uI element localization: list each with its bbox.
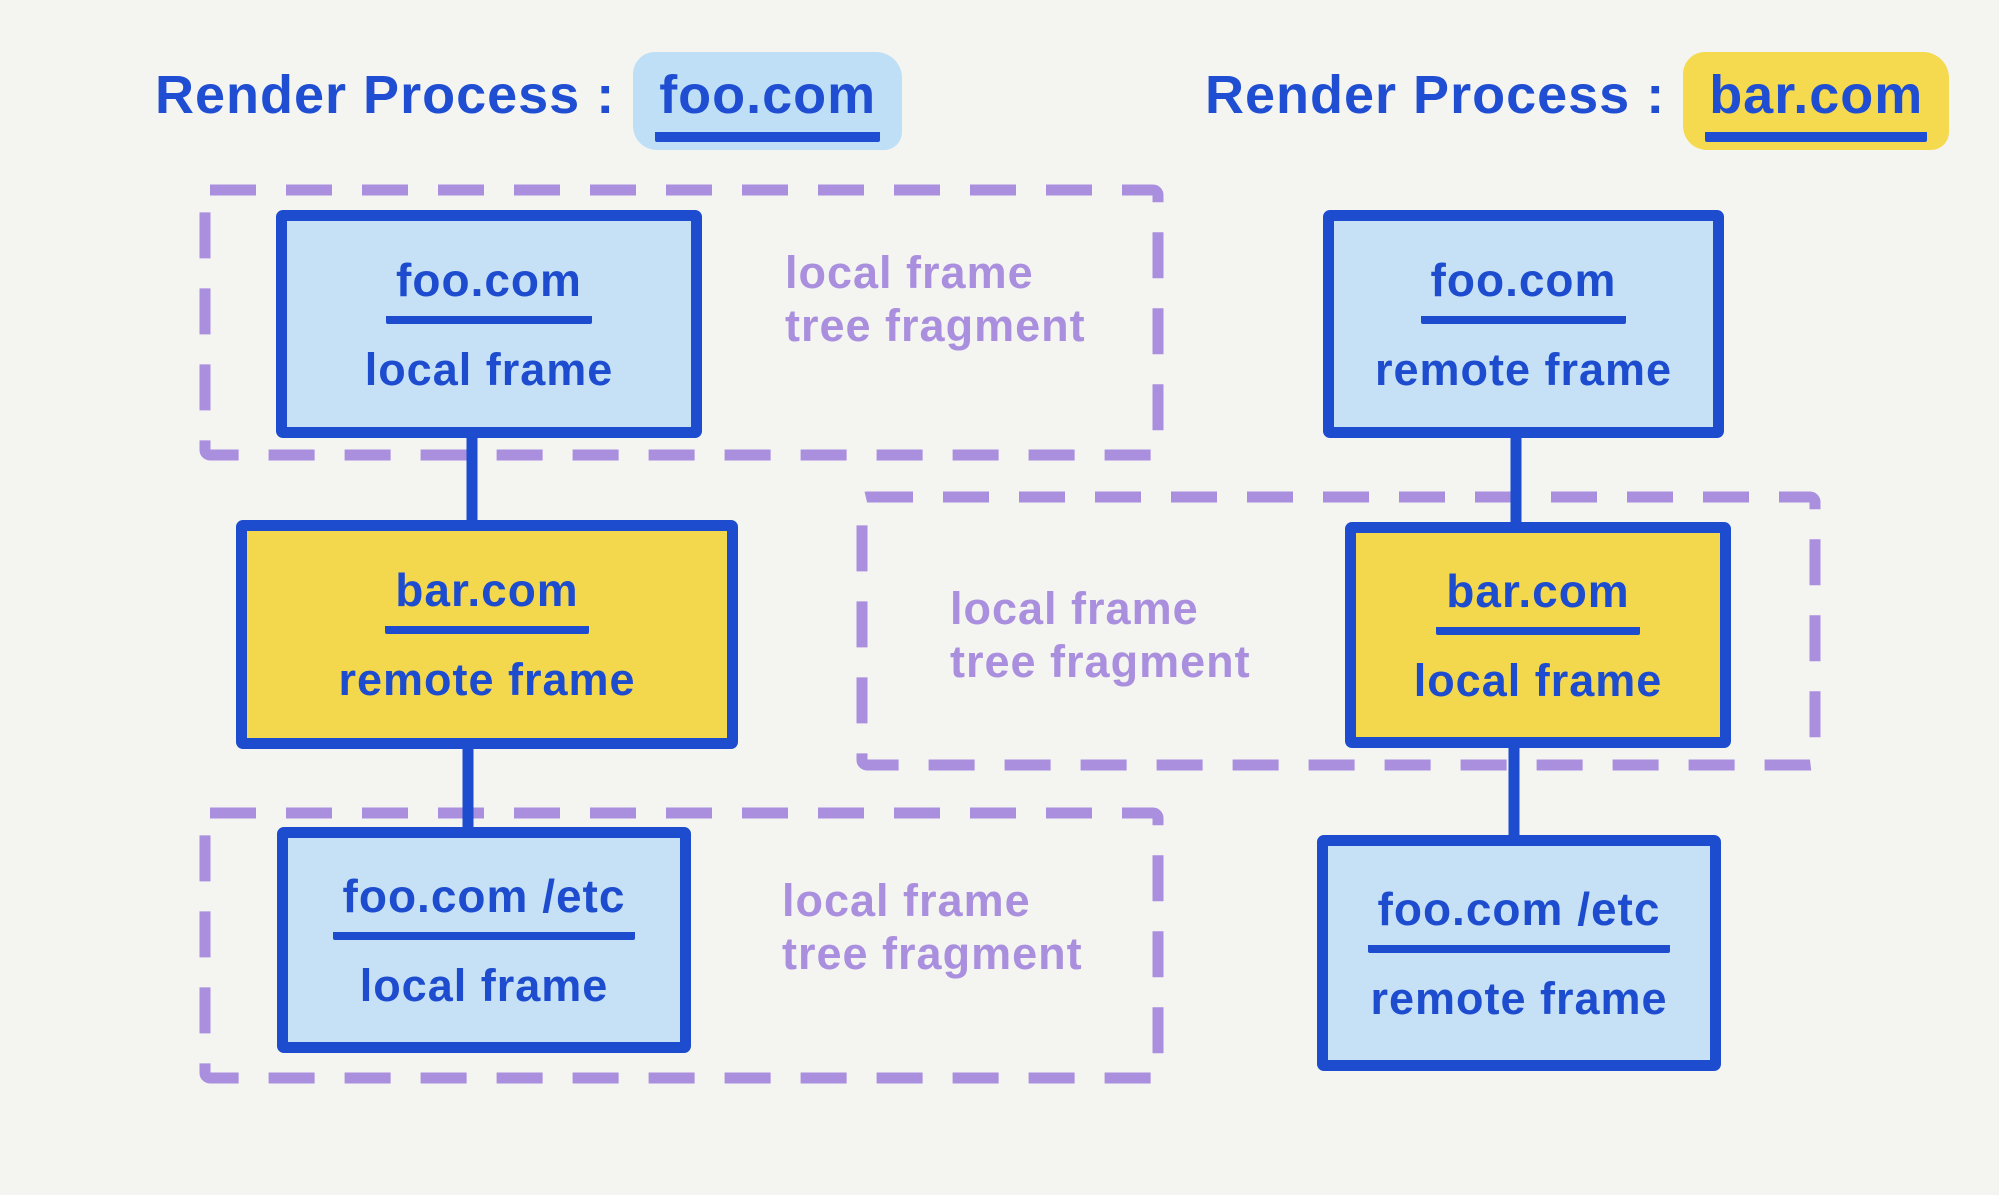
frame-domain: foo.com xyxy=(1420,253,1627,324)
title-domain-right: bar.com xyxy=(1705,64,1928,142)
fragment-label-left-bottom: local frame tree fragment xyxy=(782,874,1083,980)
frame-kind: remote frame xyxy=(1370,972,1668,1024)
fragment-label-left-top: local frame tree fragment xyxy=(785,246,1086,352)
frame-kind: remote frame xyxy=(1374,343,1673,395)
frame-box-right-bar-local: bar.com local frame xyxy=(1345,522,1731,748)
frame-domain: bar.com xyxy=(1436,564,1640,635)
frame-box-right-fooetc-remote: foo.com /etc remote frame xyxy=(1317,835,1721,1071)
frame-box-right-foo-remote: foo.com remote frame xyxy=(1323,210,1724,438)
fragment-label-line1: local frame xyxy=(950,583,1199,634)
render-process-title-left: Render Process : foo.com xyxy=(155,52,903,150)
fragment-dashed-border-middle-right xyxy=(856,491,1821,771)
frame-kind: local frame xyxy=(364,343,614,395)
title-domain-highlight-right: bar.com xyxy=(1683,52,1950,150)
frame-box-left-foo-local: foo.com local frame xyxy=(276,210,702,438)
frame-box-left-fooetc-local: foo.com /etc local frame xyxy=(277,827,691,1053)
fragment-label-line2: tree fragment xyxy=(785,300,1086,352)
frame-domain: foo.com xyxy=(386,253,592,324)
frame-domain: foo.com /etc xyxy=(1367,882,1671,953)
fragment-dashed-border-left-top xyxy=(199,184,1164,461)
frame-box-left-bar-remote: bar.com remote frame xyxy=(236,520,738,749)
fragment-label-line2: tree fragment xyxy=(950,636,1251,688)
frame-domain: bar.com xyxy=(385,563,589,634)
frame-domain: foo.com /etc xyxy=(332,869,636,940)
fragment-label-middle-right: local frame tree fragment xyxy=(950,582,1251,688)
title-domain-highlight-left: foo.com xyxy=(633,52,903,150)
frame-kind: local frame xyxy=(1413,654,1663,706)
frame-kind: remote frame xyxy=(338,654,636,705)
title-domain-left: foo.com xyxy=(655,64,881,142)
fragment-dashed-border-left-bottom xyxy=(199,807,1164,1084)
fragment-label-line1: local frame xyxy=(782,875,1031,926)
title-prefix-left: Render Process : xyxy=(155,65,616,125)
render-process-title-right: Render Process : bar.com xyxy=(1205,52,1950,150)
frame-kind: local frame xyxy=(359,959,609,1011)
fragment-label-line2: tree fragment xyxy=(782,928,1083,980)
title-prefix-right: Render Process : xyxy=(1205,65,1666,125)
fragment-label-line1: local frame xyxy=(785,247,1034,298)
